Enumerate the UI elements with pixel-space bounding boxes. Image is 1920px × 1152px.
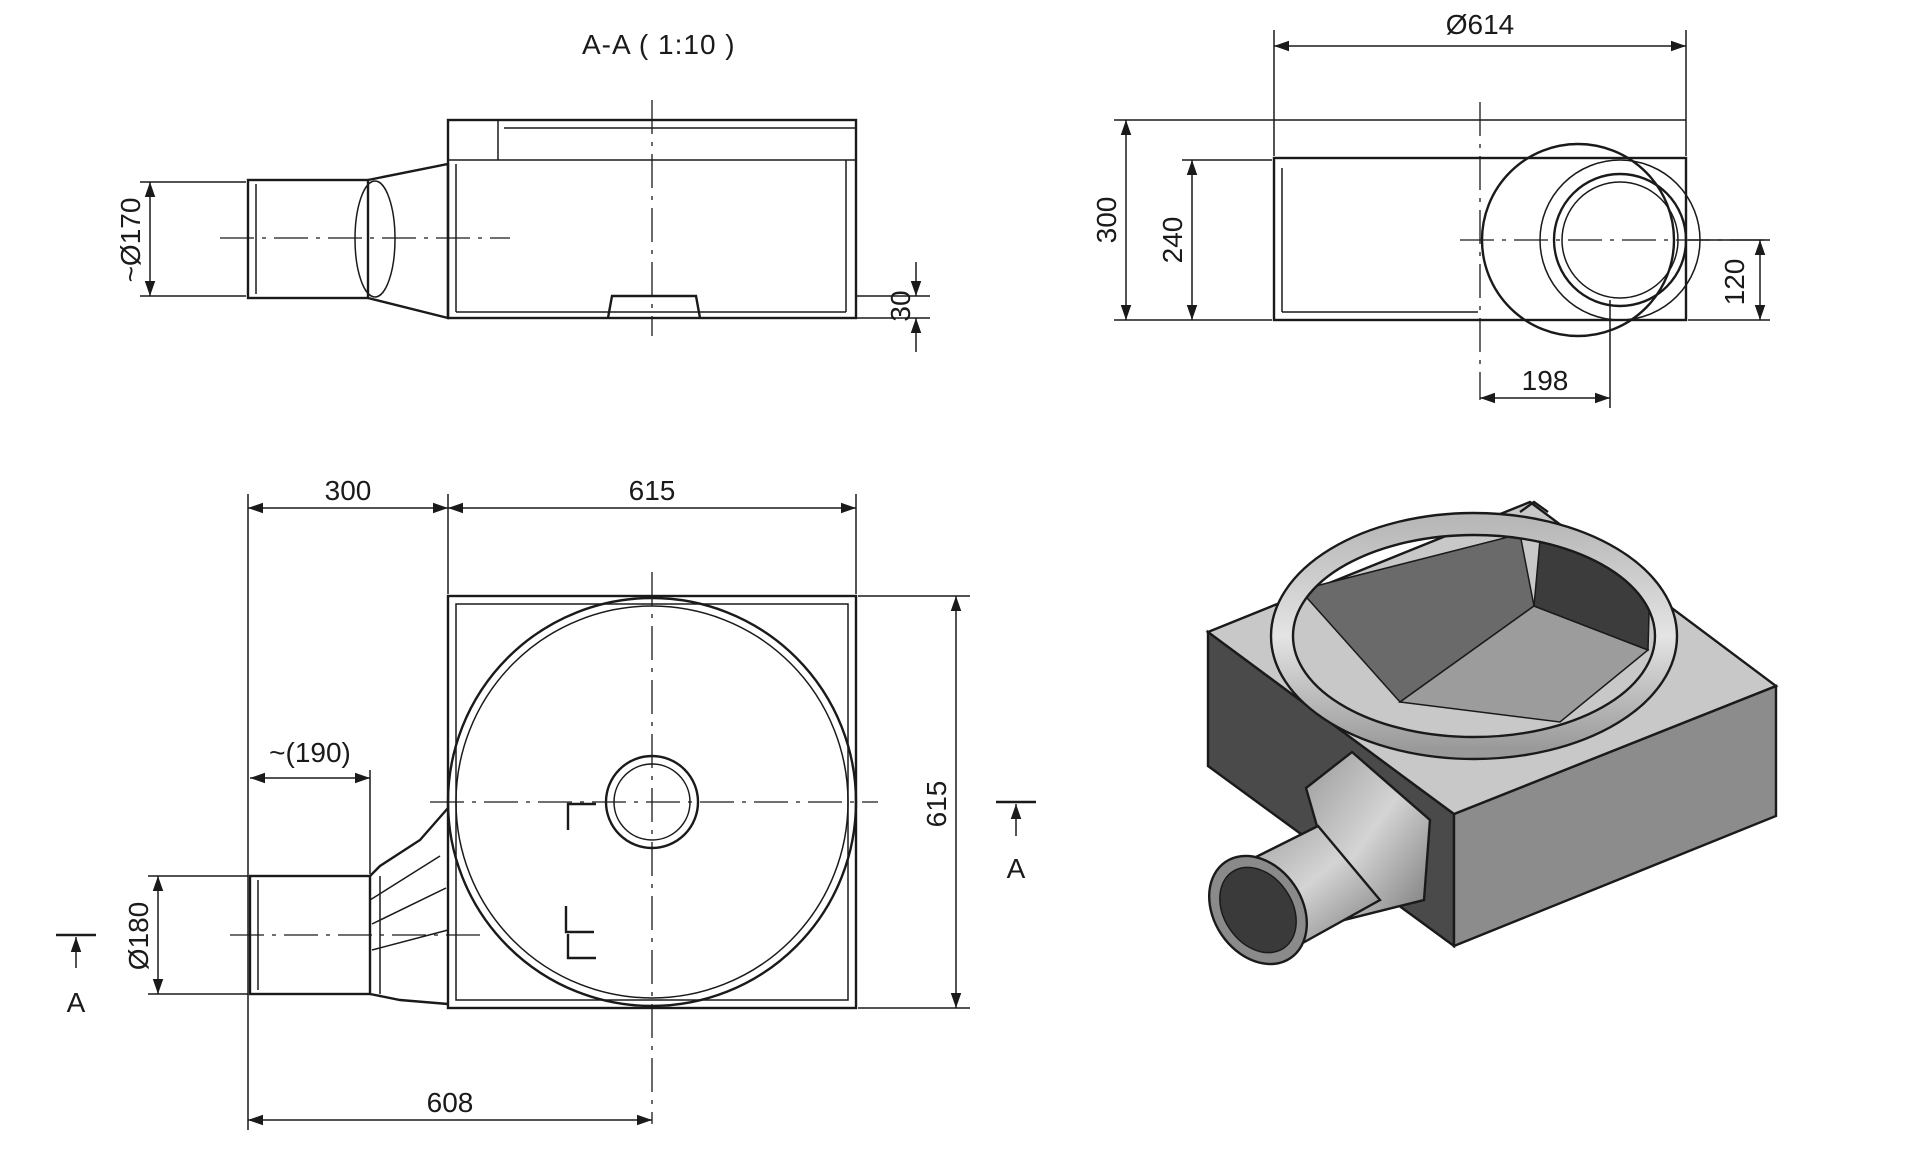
side-dim-outlet-height: 120: [1719, 259, 1750, 306]
side-dim-top-diameter: Ø614: [1446, 9, 1515, 40]
top-dim-spigot-diameter: Ø180: [123, 902, 154, 971]
side-dim-total-height: 300: [1091, 197, 1122, 244]
isometric-view: [1205, 500, 1779, 966]
section-dim-bottom-step: 30: [885, 290, 916, 321]
side-dim-body-height: 240: [1157, 217, 1188, 264]
side-view: Ø614 300 240 120 198: [1091, 9, 1770, 408]
iso-outlet-opening: [1219, 866, 1297, 954]
section-marker-left: A: [56, 933, 96, 1018]
section-marker-left-label: A: [67, 987, 86, 1018]
top-dim-spigot-length: ~(190): [269, 737, 351, 768]
section-outlet-pipe: [246, 178, 370, 300]
top-dim-body-depth: 615: [921, 781, 952, 828]
top-view: 300 615 615 ~(190) Ø180 608 A A: [56, 475, 1036, 1130]
section-title: A-A ( 1:10 ): [582, 29, 736, 60]
section-marker-right: A: [996, 800, 1036, 884]
top-dim-overall-to-center: 608: [427, 1087, 474, 1118]
side-dim-outlet-offset: 198: [1522, 365, 1569, 396]
section-view: A-A ( 1:10 ) ~Ø170 30: [115, 29, 930, 352]
section-marker-right-label: A: [1007, 853, 1026, 884]
top-dim-outlet-length: 300: [325, 475, 372, 506]
iso-top-ring: [1271, 513, 1677, 759]
section-dim-outlet-diameter: ~Ø170: [115, 198, 146, 283]
top-dim-body-width: 615: [629, 475, 676, 506]
